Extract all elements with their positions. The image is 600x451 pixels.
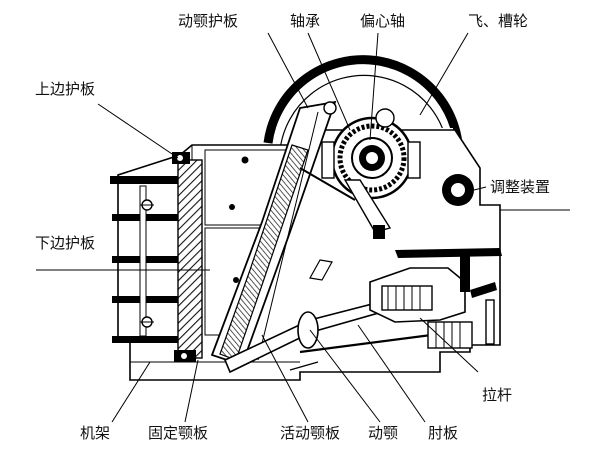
fixed-jaw-plate-shape (172, 152, 203, 362)
label-toggle-plate: 肘板 (428, 424, 459, 442)
label-tie-rod: 拉杆 (482, 386, 513, 404)
label-upper-side-guard: 上边护板 (35, 80, 96, 98)
label-movable-jaw: 动颚 (368, 424, 399, 442)
label-eccentric-shaft: 偏心轴 (360, 12, 406, 30)
connecting-rod (299, 167, 392, 239)
small-parts (289, 259, 333, 371)
label-movable-jaw-guard: 动颚护板 (178, 12, 239, 30)
toggle-assembly (223, 267, 495, 374)
label-adjusting-device: 调整装置 (490, 178, 551, 196)
label-frame: 机架 (80, 424, 111, 442)
label-movable-jaw-plate: 活动颚板 (280, 424, 341, 442)
label-lower-side-guard: 下边护板 (35, 234, 96, 252)
label-flywheel-pulley: 飞、槽轮 (468, 12, 529, 30)
frame-ribs (110, 176, 200, 343)
movable-jaw-shape (210, 100, 337, 367)
leader-lines (36, 32, 570, 423)
label-fixed-jaw-plate: 固定颚板 (148, 424, 209, 442)
label-bearing: 轴承 (290, 12, 321, 30)
adjusting-device-shape (442, 174, 474, 206)
right-brackets (395, 248, 502, 298)
